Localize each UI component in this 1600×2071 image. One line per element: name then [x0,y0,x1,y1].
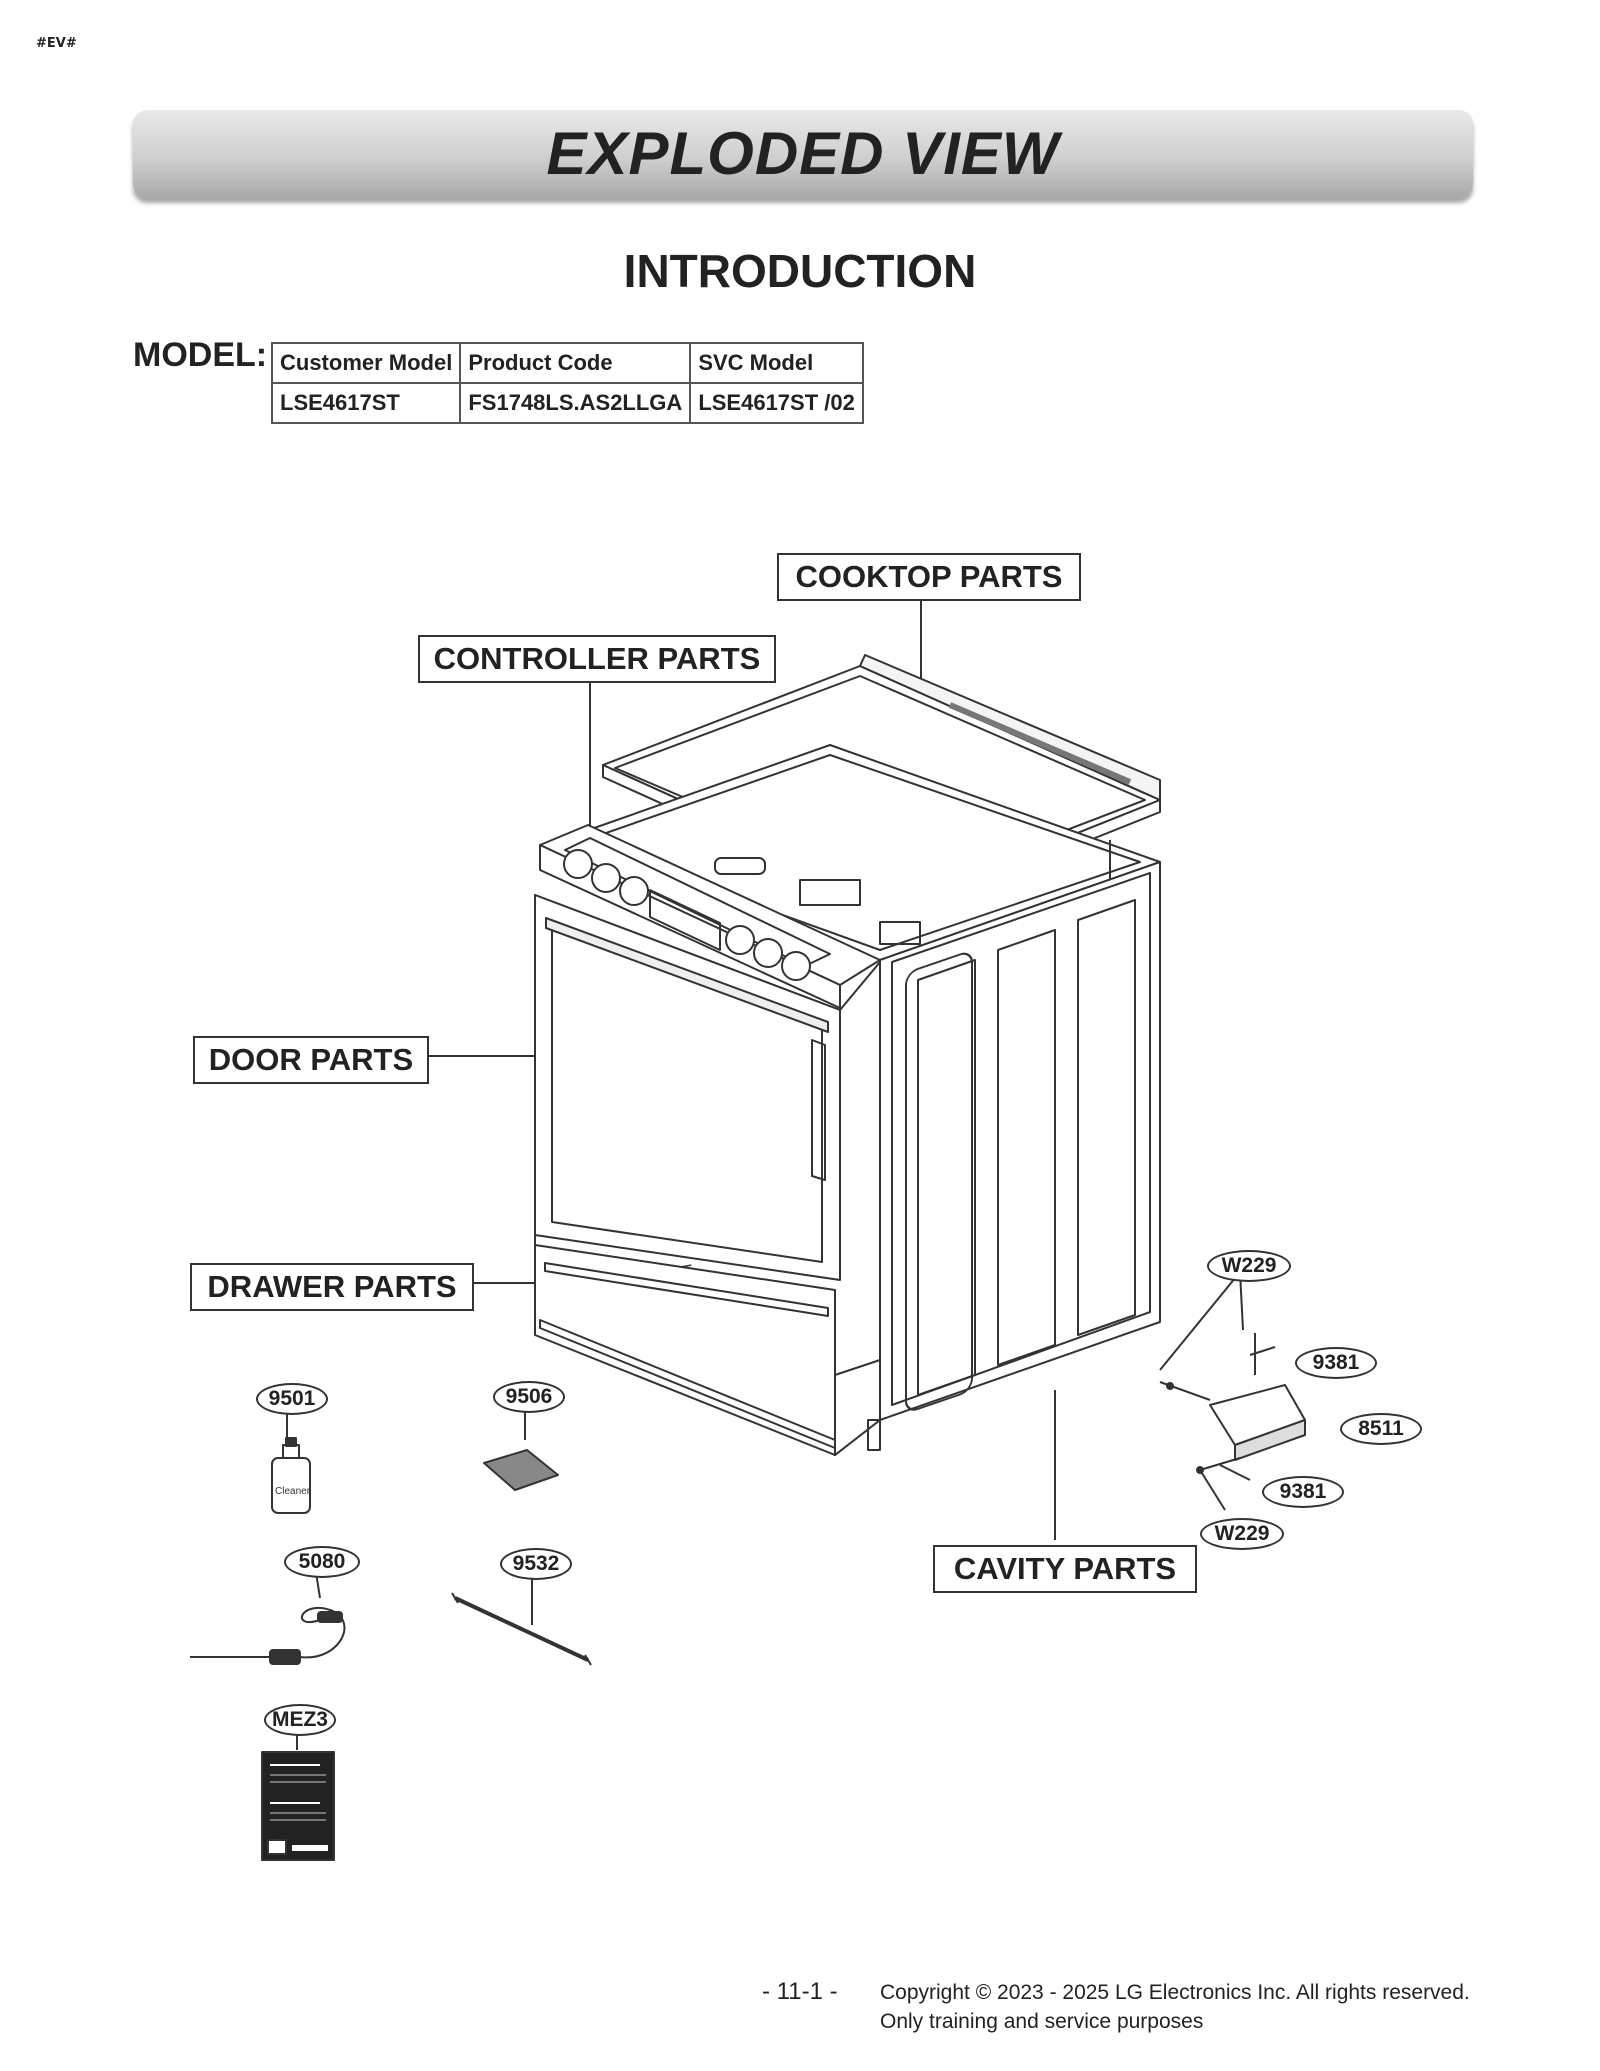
copyright-text: Copyright © 2023 - 2025 LG Electronics I… [880,1981,1470,2004]
page-number: - 11-1 - [762,1978,838,2005]
controller-parts-box: CONTROLLER PARTS [418,635,776,683]
rail-trim [451,1592,592,1666]
model-table-row: LSE4617ST FS1748LS.AS2LLGA LSE4617ST /02 [270,382,864,424]
part-bubble-w229-bottom: W229 [1200,1518,1284,1550]
part-bubble-9501: 9501 [256,1383,328,1415]
cell-product-code: FS1748LS.AS2LLGA [459,382,692,424]
part-bubble-9381-bottom: 9381 [1262,1476,1344,1508]
cleaner-label: Cleaner [275,1486,311,1497]
part-bubble-9381-top: 9381 [1295,1347,1377,1379]
model-label: MODEL: [133,336,268,374]
cavity-side-panel [879,861,1161,1421]
door-parts-box: DOOR PARTS [193,1036,429,1084]
drawer-parts-box: DRAWER PARTS [190,1263,474,1311]
header-svc-model: SVC Model [689,342,864,384]
header-customer-model: Customer Model [270,342,462,384]
control-panel [539,824,881,1009]
header-product-code: Product Code [459,342,692,384]
usage-note: Only training and service purposes [880,2010,1204,2033]
leader-lines [286,597,1301,1750]
part-bubble-9532: 9532 [500,1548,572,1580]
part-bubble-8511: 8511 [1340,1413,1422,1445]
cavity-parts-box: CAVITY PARTS [933,1545,1197,1593]
cell-customer-model: LSE4617ST [270,382,462,424]
part-bubble-9506: 9506 [493,1381,565,1413]
document-tag: #EV# [36,36,77,51]
scrubbing-pad [483,1449,559,1491]
warning-label [261,1751,335,1861]
cooktop-parts-box: COOKTOP PARTS [777,553,1081,601]
cell-svc-model: LSE4617ST /02 [689,382,864,424]
meat-probe [190,1607,346,1665]
part-bubble-w229-top: W229 [1207,1250,1291,1282]
drawer [534,1244,881,1456]
model-table-header-row: Customer Model Product Code SVC Model [270,342,864,384]
cleaner-bottle: Cleaner [271,1437,311,1514]
section-title: INTRODUCTION [623,245,977,297]
banner-title: EXPLODED VIEW [546,120,1060,187]
anti-tip-hardware [1159,1333,1306,1474]
model-table: Customer Model Product Code SVC Model LS… [270,342,864,424]
part-bubble-mez3: MEZ3 [264,1704,336,1736]
title-banner: EXPLODED VIEW [133,110,1473,198]
part-bubble-5080: 5080 [284,1546,360,1578]
